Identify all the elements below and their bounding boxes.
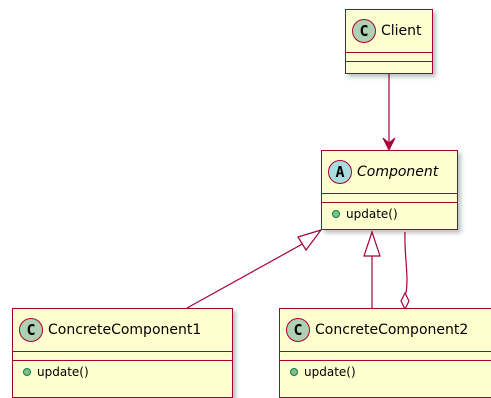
method-item: update(): [13, 361, 232, 383]
class-fields: [280, 352, 491, 360]
class-client-header: C Client: [346, 10, 432, 52]
association-arrowhead: [382, 137, 396, 152]
method-label: update(): [37, 365, 89, 379]
class-component-header: A Component: [322, 151, 457, 193]
class-divider: [280, 360, 491, 361]
class-concrete-component-1: C ConcreteComponent1 update(): [12, 308, 233, 398]
class-divider: [280, 351, 491, 352]
class-divider: [346, 61, 432, 62]
method-label: update(): [304, 365, 356, 379]
method-label: update(): [346, 207, 398, 221]
concrete2-aggregation-link: [404, 231, 408, 294]
class-divider: [322, 202, 457, 203]
class-fields: [322, 194, 457, 202]
class-divider: [13, 351, 232, 352]
concrete1-inheritance-link: [186, 236, 316, 309]
class-fields: [346, 53, 432, 61]
aggregation-diamond: [400, 291, 410, 311]
class-component-name: Component: [357, 164, 439, 180]
class-client-name: Client: [381, 23, 422, 39]
class-divider: [13, 360, 232, 361]
class-stereotype-icon: C: [286, 318, 310, 342]
class-divider: [322, 193, 457, 194]
public-method-icon: [332, 210, 340, 218]
class-concrete-component-2: C ConcreteComponent2 update(): [279, 308, 491, 398]
class-concrete1-name: ConcreteComponent1: [48, 322, 202, 338]
public-method-icon: [23, 368, 31, 376]
method-item: update(): [322, 203, 457, 225]
class-fields: [13, 352, 232, 360]
class-concrete1-header: C ConcreteComponent1: [13, 309, 232, 351]
relations-layer: [186, 74, 410, 311]
class-stereotype-icon: C: [19, 318, 43, 342]
class-stereotype-icon: C: [352, 19, 376, 43]
concrete1-inheritance-arrowhead: [297, 228, 323, 252]
class-client: C Client: [345, 9, 433, 74]
public-method-icon: [290, 368, 298, 376]
class-concrete2-header: C ConcreteComponent2: [280, 309, 491, 351]
concrete2-inheritance-arrowhead: [363, 230, 381, 257]
class-component: A Component update(): [321, 150, 458, 230]
method-item: update(): [280, 361, 491, 383]
class-divider: [346, 52, 432, 53]
class-concrete2-name: ConcreteComponent2: [315, 322, 469, 338]
abstract-stereotype-icon: A: [328, 160, 352, 184]
